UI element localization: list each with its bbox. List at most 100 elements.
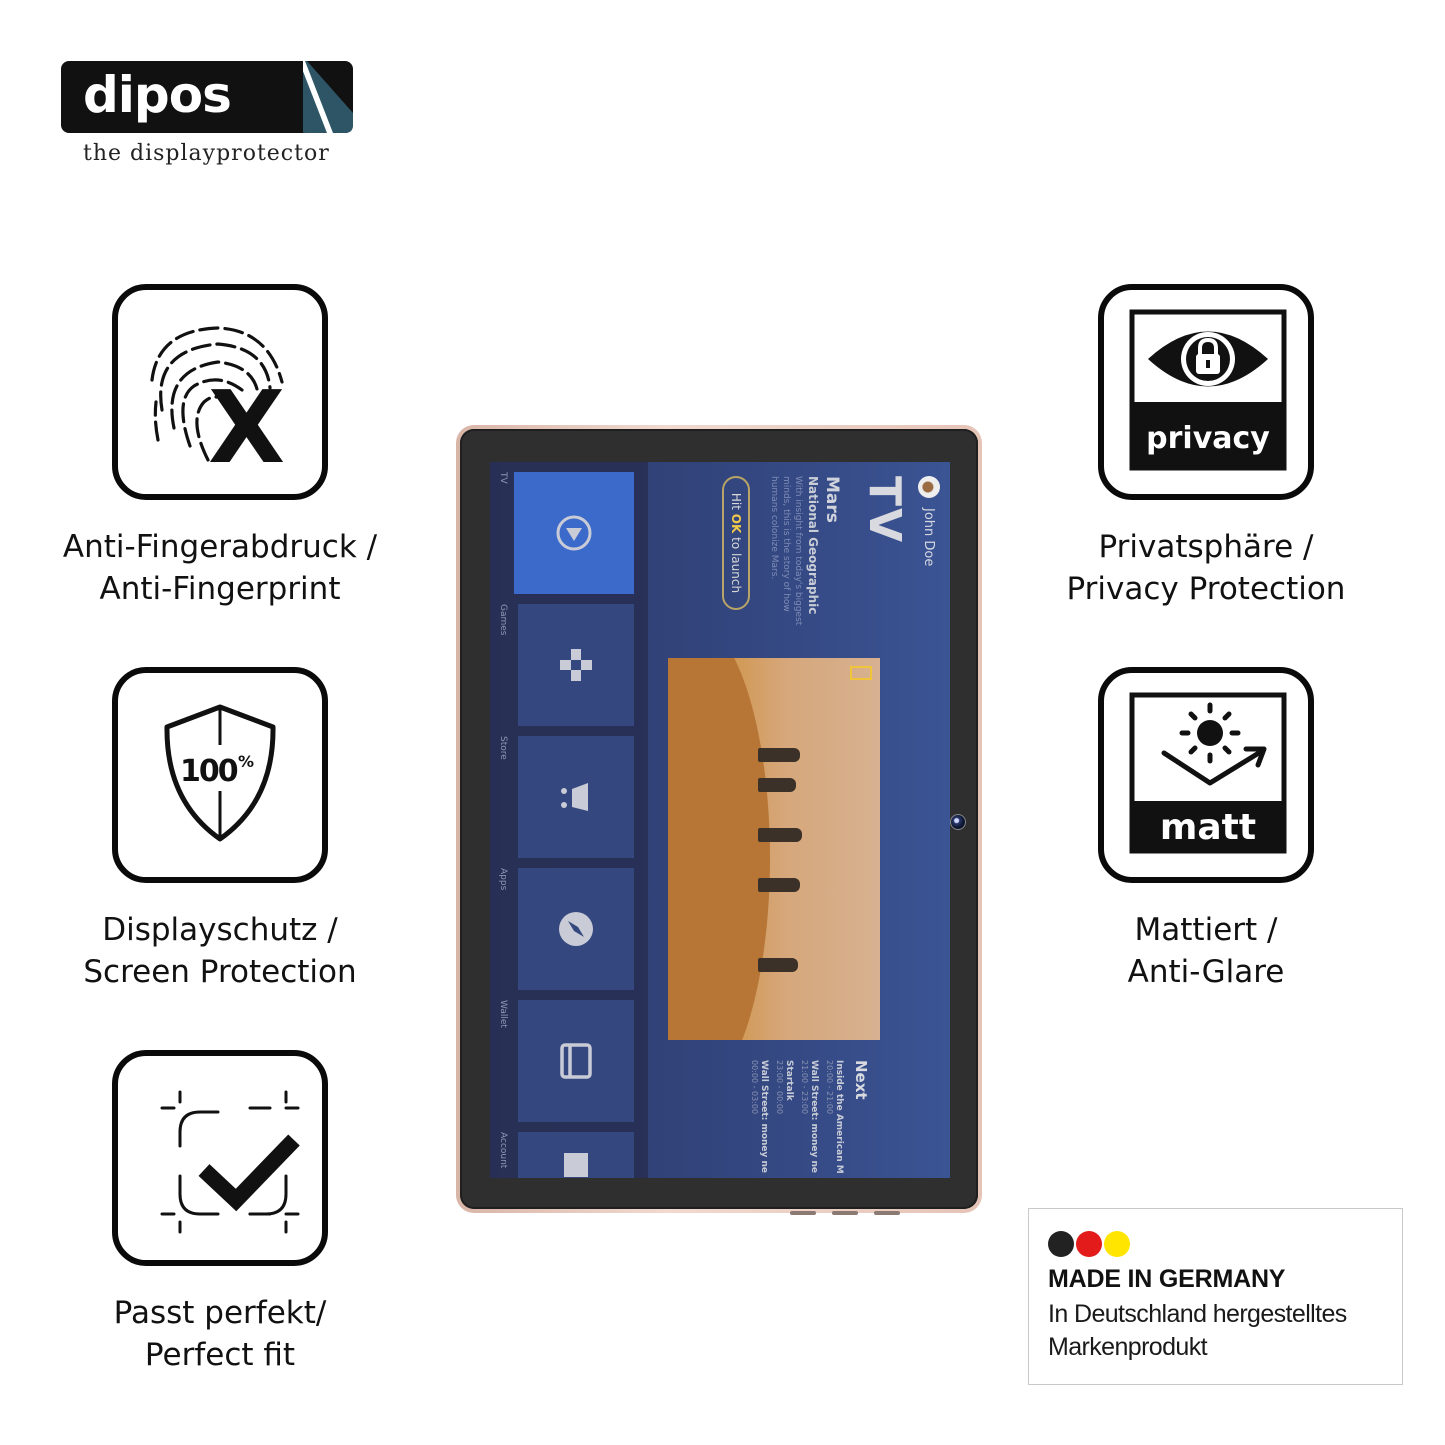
logo-wordmark: dipos xyxy=(83,66,232,124)
badge-title: MADE IN GERMANY xyxy=(1048,1265,1286,1293)
item-time: 00:00 - 03:00 xyxy=(750,1060,759,1115)
feature-label: Mattiert / Anti-Glare xyxy=(1016,909,1396,993)
item-title: Wall Street: money ne xyxy=(759,1060,769,1174)
wallet-icon xyxy=(560,1043,592,1079)
frame-check-icon xyxy=(160,1090,300,1234)
flag-dot-gold xyxy=(1104,1231,1130,1257)
show-title: Mars xyxy=(822,476,842,523)
compass-icon xyxy=(559,912,593,946)
fingerprint-x-icon: X xyxy=(150,326,285,486)
label-german: Privatsphäre / xyxy=(1098,529,1314,565)
up-next-heading: Next xyxy=(852,1060,870,1100)
nav-tile-store[interactable] xyxy=(518,736,634,858)
shield-100-icon: 100 % xyxy=(164,704,276,842)
volume-button xyxy=(832,1211,858,1215)
svg-text:100: 100 xyxy=(180,754,238,789)
svg-text:X: X xyxy=(208,369,285,486)
svg-text:matt: matt xyxy=(1160,807,1256,848)
nav-label: Account xyxy=(498,1132,508,1169)
nav-tile-games[interactable] xyxy=(518,604,634,726)
astronaut-figure xyxy=(758,748,800,762)
volume-button xyxy=(790,1211,816,1215)
item-title: Startalk xyxy=(784,1060,794,1101)
user-name: John Doe xyxy=(921,508,937,567)
account-icon xyxy=(564,1153,588,1177)
nav-tile-apps[interactable] xyxy=(518,868,634,990)
feature-label: Displayschutz / Screen Protection xyxy=(30,909,410,993)
feature-tile: matt xyxy=(1098,667,1314,883)
item-time: 20:00 - 21:00 xyxy=(825,1060,834,1115)
item-time: 23:00 - 00:00 xyxy=(775,1060,784,1115)
item-title: Inside the American M xyxy=(834,1060,844,1174)
tablet-side-buttons xyxy=(790,1211,900,1216)
launch-button[interactable]: Hit OK to launch xyxy=(722,476,750,610)
feature-tile: X xyxy=(112,284,328,500)
label-english: Privacy Protection xyxy=(1066,571,1346,607)
cta-suffix: to launch xyxy=(729,533,743,594)
feature-anti-fingerprint: X Anti-Fingerabdruck / Anti-Fingerprint xyxy=(30,284,410,610)
eye-lock-icon: privacy xyxy=(1129,309,1287,471)
camera-lens-icon xyxy=(950,814,966,830)
power-button xyxy=(874,1211,900,1215)
avatar xyxy=(918,476,940,498)
flag-dot-red xyxy=(1076,1231,1102,1257)
label-english: Anti-Fingerprint xyxy=(99,571,341,607)
feature-label: Anti-Fingerabdruck / Anti-Fingerprint xyxy=(30,526,410,610)
nav-label: Store xyxy=(498,736,508,760)
germany-flag-dots xyxy=(1048,1231,1383,1257)
made-in-germany-badge: MADE IN GERMANY In Deutschland hergestel… xyxy=(1028,1208,1403,1385)
label-english: Perfect fit xyxy=(144,1337,296,1373)
nav-label: TV xyxy=(498,472,508,484)
flag-dot-black xyxy=(1048,1231,1074,1257)
user-profile[interactable]: John Doe xyxy=(918,476,940,566)
tablet-screen: John Doe TV Mars National Geographic Wit… xyxy=(490,462,950,1178)
show-network: National Geographic xyxy=(806,476,820,615)
svg-text:privacy: privacy xyxy=(1146,421,1270,456)
page-title: TV xyxy=(859,476,910,545)
cta-key: OK xyxy=(729,513,743,534)
nav-label: Apps xyxy=(498,868,508,891)
astronaut-figure xyxy=(758,828,802,842)
feature-label: Passt perfekt/ Perfect fit xyxy=(30,1292,410,1376)
nav-label: Wallet xyxy=(498,1000,508,1028)
tablet-bezel: John Doe TV Mars National Geographic Wit… xyxy=(460,429,978,1209)
svg-text:%: % xyxy=(238,752,254,771)
sun-reflect-icon: matt xyxy=(1129,692,1287,854)
feature-matte: matt Mattiert / Anti-Glare xyxy=(1016,667,1396,993)
nav-tile-wallet[interactable] xyxy=(518,1000,634,1122)
feature-tile: privacy xyxy=(1098,284,1314,500)
nav-tile-tv[interactable] xyxy=(514,472,634,594)
feature-tile: 100 % xyxy=(112,667,328,883)
label-english: Screen Protection xyxy=(83,954,357,990)
badge-line-2: Markenprodukt xyxy=(1048,1333,1208,1361)
badge-subtitle: In Deutschland hergestelltes Markenprodu… xyxy=(1048,1298,1383,1364)
feature-privacy: privacy Privatsphäre / Privacy Protectio… xyxy=(1016,284,1396,610)
label-english: Anti-Glare xyxy=(1127,954,1285,990)
cta-prefix: Hit xyxy=(729,492,743,514)
peel-corner-icon xyxy=(293,61,353,133)
dune-shape xyxy=(668,658,770,1040)
astronaut-figure xyxy=(758,958,798,972)
feature-label: Privatsphäre / Privacy Protection xyxy=(1016,526,1396,610)
natgeo-logo-icon xyxy=(850,666,872,680)
item-title: Wall Street: money ne xyxy=(809,1060,819,1174)
brand-logo: dipos xyxy=(61,61,353,133)
astronaut-figure xyxy=(758,878,800,892)
label-german: Displayschutz / xyxy=(102,912,338,948)
feature-tile xyxy=(112,1050,328,1266)
gamepad-icon xyxy=(560,649,592,681)
feature-perfect-fit: Passt perfekt/ Perfect fit xyxy=(30,1050,410,1376)
show-description: With insight from today's biggest minds,… xyxy=(769,476,803,626)
logo-tagline: the displayprotector xyxy=(83,141,330,166)
tablet-device: John Doe TV Mars National Geographic Wit… xyxy=(456,425,982,1213)
label-german: Passt perfekt/ xyxy=(113,1295,327,1331)
label-german: Mattiert / xyxy=(1134,912,1278,948)
hero-image[interactable] xyxy=(668,658,880,1040)
play-circle-icon xyxy=(556,515,592,551)
nav-tile-account[interactable] xyxy=(518,1132,634,1178)
